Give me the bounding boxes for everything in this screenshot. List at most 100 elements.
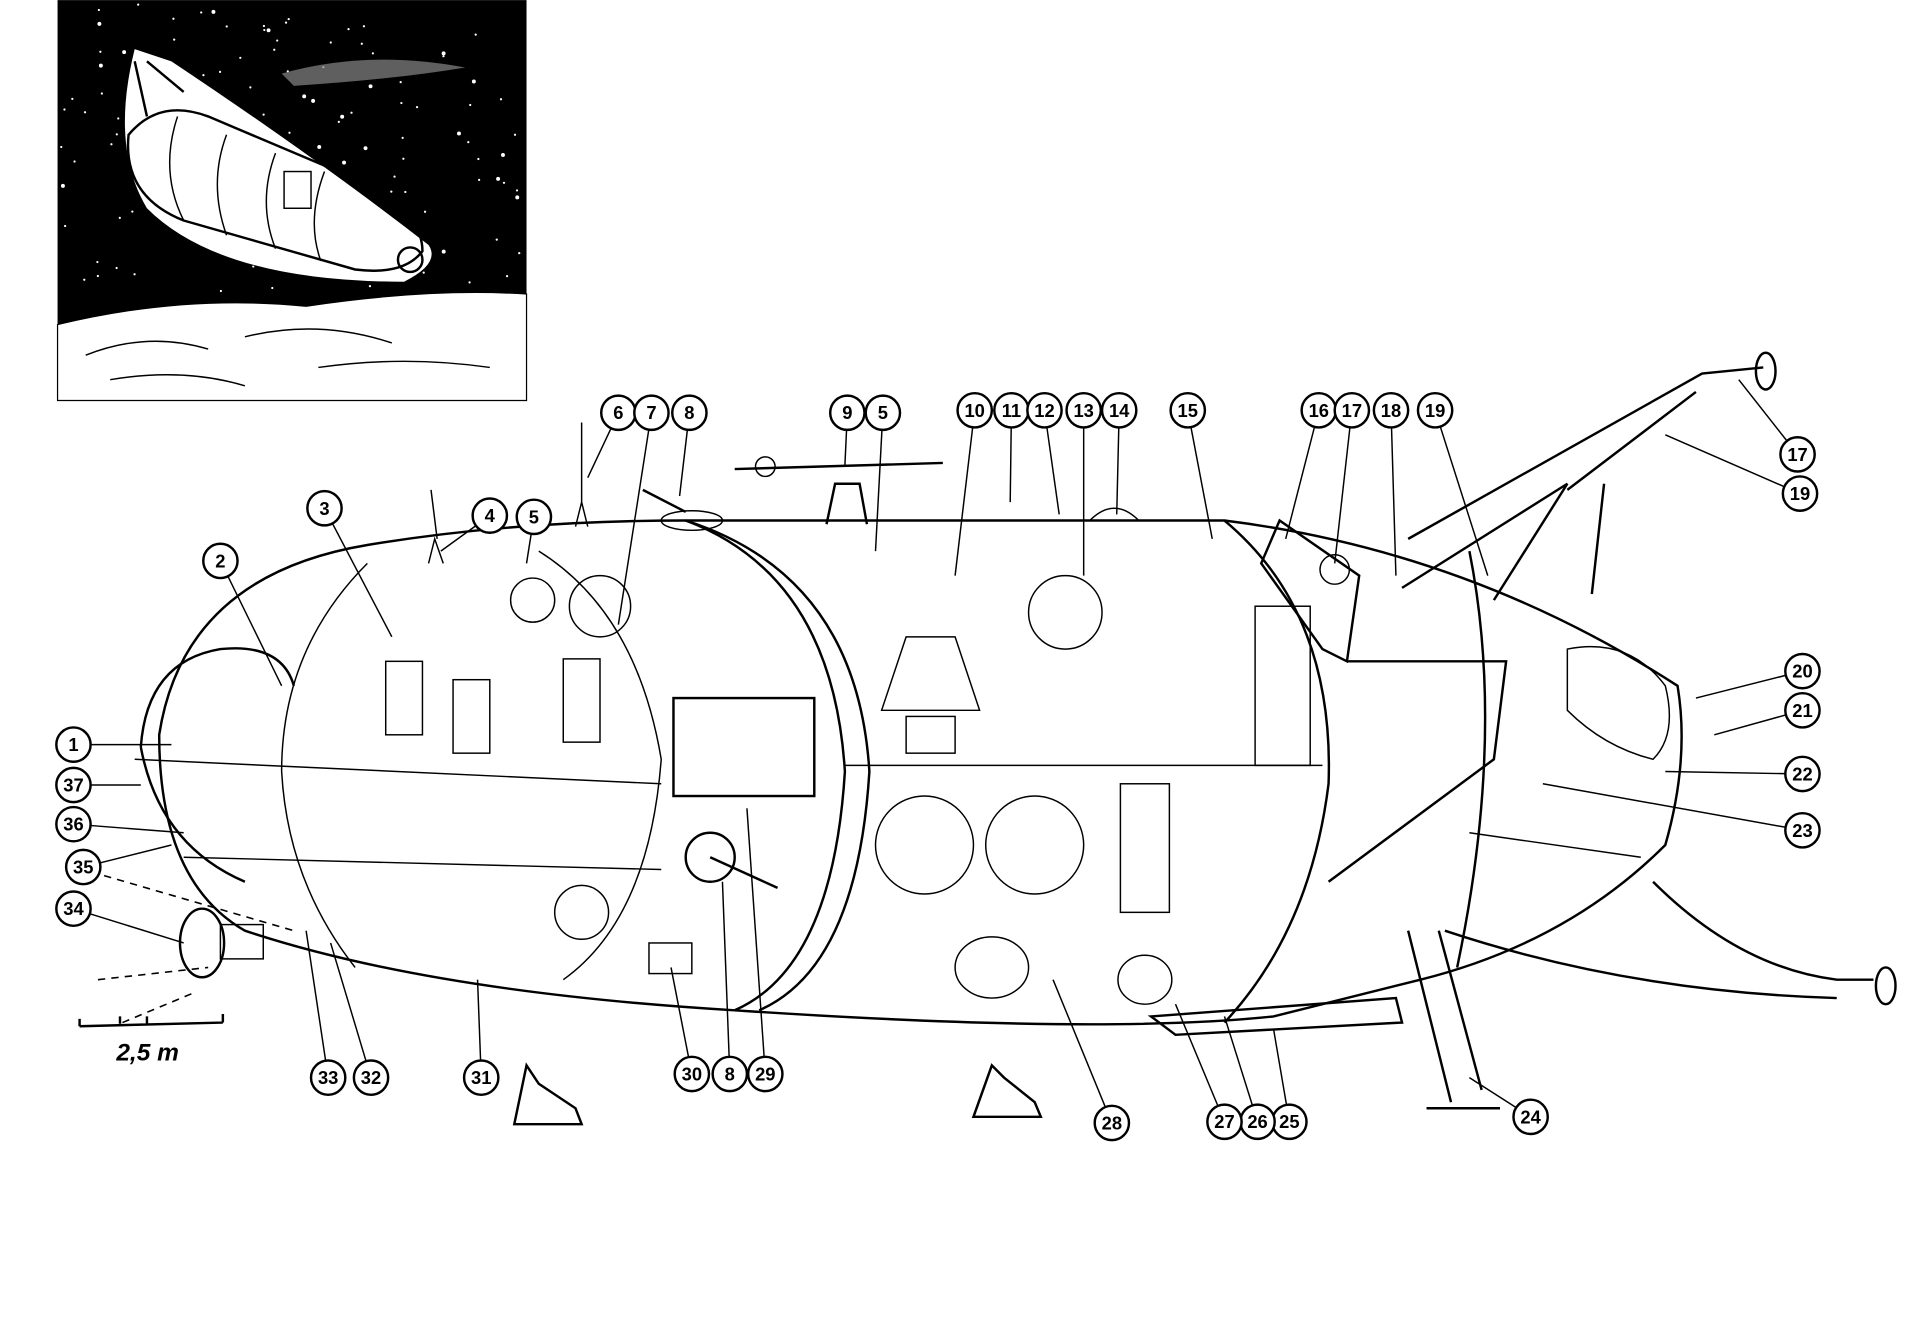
leader-line	[1223, 1016, 1259, 1122]
callout-circle	[864, 394, 902, 432]
star	[60, 183, 65, 188]
callout-21: 21	[1714, 691, 1821, 736]
star	[402, 157, 405, 160]
callout-19: 19	[1416, 391, 1489, 576]
star	[515, 189, 519, 192]
star	[115, 133, 118, 136]
callout-number: 21	[1792, 700, 1812, 721]
callout-29: 29	[746, 808, 784, 1093]
callout-17: 17	[1738, 379, 1816, 473]
callout-number: 16	[1309, 400, 1329, 421]
star	[110, 143, 113, 146]
callout-circle	[1333, 391, 1371, 429]
star	[284, 21, 288, 24]
star	[137, 3, 140, 6]
callout-circle	[1781, 475, 1819, 512]
callout-5: 5	[515, 498, 553, 564]
star	[400, 101, 403, 105]
star	[441, 249, 446, 254]
callout-number: 26	[1247, 1111, 1267, 1132]
star	[474, 33, 477, 36]
inset-spacecraft	[73, 60, 424, 274]
callout-circle	[55, 805, 92, 843]
star	[122, 50, 127, 55]
callout-circle	[1784, 652, 1821, 690]
star	[401, 136, 404, 139]
star	[469, 103, 472, 107]
star	[97, 8, 100, 12]
star	[172, 17, 175, 20]
callout-number: 20	[1792, 661, 1812, 682]
callout-number: 34	[63, 898, 84, 919]
star	[200, 11, 203, 14]
star	[342, 160, 346, 165]
leader-line	[1052, 979, 1113, 1124]
star	[173, 38, 176, 41]
callout-number: 15	[1178, 400, 1198, 421]
inset-space-scene	[56, 0, 528, 402]
callout-11: 11	[993, 391, 1030, 503]
callout-circle	[1169, 391, 1207, 429]
star	[115, 266, 118, 270]
callout-4: 4	[440, 497, 509, 552]
callout-number: 13	[1073, 400, 1093, 421]
callout-10: 10	[954, 391, 994, 576]
callout-number: 1	[68, 734, 78, 755]
star	[96, 274, 99, 278]
star	[262, 24, 266, 28]
star	[368, 285, 372, 288]
callout-circle	[471, 497, 509, 534]
leader-line	[721, 881, 731, 1075]
callout-15: 15	[1169, 391, 1213, 540]
callout-37: 37	[55, 766, 141, 804]
leader-line	[1665, 770, 1803, 775]
callout-30: 30	[670, 967, 711, 1093]
star	[131, 210, 134, 213]
callout-number: 5	[878, 402, 888, 423]
callout-16: 16	[1285, 391, 1338, 540]
star	[83, 111, 87, 114]
callout-circle	[1416, 391, 1454, 429]
star	[471, 79, 476, 84]
callout-number: 29	[755, 1063, 775, 1084]
star	[311, 98, 316, 103]
callout-17: 17	[1333, 391, 1371, 564]
star	[97, 21, 102, 26]
callout-number: 19	[1425, 400, 1445, 421]
leader-line	[1542, 783, 1803, 832]
callout-number: 37	[63, 775, 83, 796]
leader-line	[219, 560, 283, 687]
callout-6: 6	[587, 394, 637, 478]
star	[390, 190, 393, 193]
callout-35: 35	[64, 844, 172, 886]
callout-number: 27	[1214, 1111, 1234, 1132]
callout-25: 25	[1271, 1028, 1308, 1141]
callout-12: 12	[1026, 391, 1063, 515]
leader-line	[1285, 410, 1320, 540]
star	[202, 73, 205, 77]
callout-26: 26	[1223, 1016, 1276, 1141]
star	[98, 63, 103, 68]
star	[276, 39, 279, 42]
star	[117, 117, 120, 120]
star	[271, 286, 274, 290]
callout-number: 30	[682, 1063, 702, 1084]
star	[329, 41, 332, 44]
star	[468, 281, 471, 284]
callout-circle	[1784, 811, 1821, 849]
callout-number: 8	[725, 1063, 735, 1084]
star	[404, 190, 407, 194]
callout-circle	[633, 394, 670, 432]
callout-circle	[55, 726, 92, 763]
callout-circle	[352, 1059, 390, 1097]
callout-number: 5	[529, 506, 539, 527]
star	[340, 114, 345, 119]
star	[368, 84, 373, 89]
callout-number: 23	[1792, 820, 1812, 841]
star	[363, 146, 368, 151]
leader-line	[1174, 1003, 1226, 1123]
callout-number: 6	[613, 402, 623, 423]
spacecraft-body	[97, 351, 1897, 1126]
